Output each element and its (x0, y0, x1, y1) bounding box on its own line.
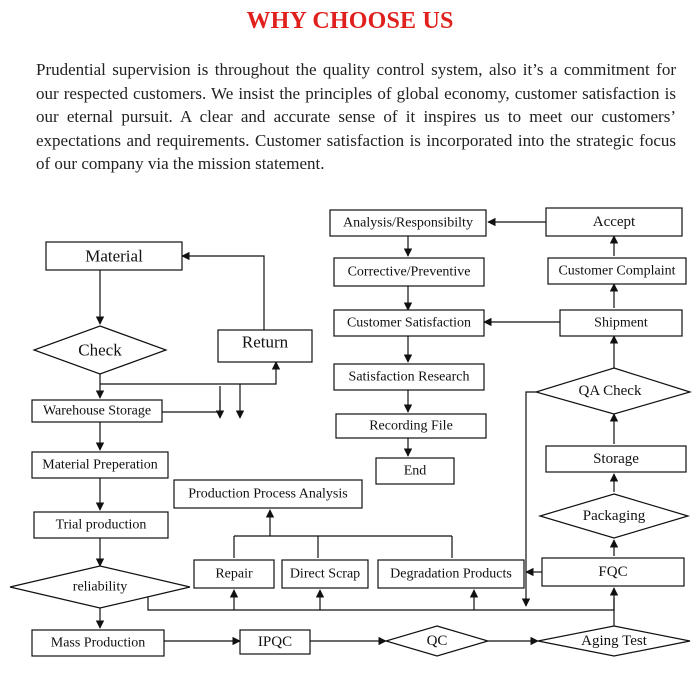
packaging-diamond (537, 493, 691, 539)
reliability-diamond (9, 565, 191, 609)
qc-label: QC (427, 633, 448, 649)
shipment-label: Shipment (594, 316, 648, 331)
fqc-box (541, 557, 685, 587)
intro-paragraph: Prudential supervision is throughout the… (36, 60, 676, 173)
customer-satisfaction-label: Customer Satisfaction (347, 316, 471, 331)
fqc-label: FQC (598, 564, 627, 580)
return-label: Return (242, 333, 289, 352)
end-box (375, 457, 455, 485)
check-label: Check (78, 341, 122, 360)
corrective-preventive-box (333, 257, 485, 287)
flow-labels: Material Check Return Warehouse Storage … (42, 214, 675, 651)
accept-label: Accept (593, 214, 636, 230)
recording-file-box (335, 413, 487, 439)
qa-check-label: QA Check (579, 383, 642, 399)
warehouse-storage-box (31, 399, 163, 423)
customer-complaint-label: Customer Complaint (558, 264, 675, 279)
aging-test-diamond (537, 625, 691, 657)
degradation-products-box (377, 559, 525, 589)
packaging-label: Packaging (583, 508, 646, 524)
end-label: End (404, 464, 427, 479)
aging-test-label: Aging Test (581, 633, 648, 649)
reliability-label: reliability (73, 580, 127, 595)
analysis-responsibility-box (329, 209, 487, 237)
trial-production-label: Trial production (56, 518, 147, 533)
customer-complaint-box (547, 257, 687, 285)
production-process-analysis-label: Production Process Analysis (188, 487, 347, 502)
warehouse-storage-label: Warehouse Storage (43, 404, 151, 419)
material-preperation-box (31, 451, 169, 479)
satisfaction-research-label: Satisfaction Research (349, 370, 470, 385)
mass-production-label: Mass Production (51, 636, 146, 651)
connector-lines (95, 217, 619, 646)
ipqc-label: IPQC (258, 634, 292, 650)
degradation-products-label: Degradation Products (390, 567, 512, 582)
page-title: WHY CHOOSE US (246, 8, 454, 34)
direct-scrap-label: Direct Scrap (290, 567, 360, 582)
accept-box (545, 207, 683, 237)
material-box (45, 241, 183, 271)
repair-label: Repair (215, 567, 253, 582)
customer-satisfaction-box (333, 309, 485, 337)
shipment-box (559, 309, 683, 337)
recording-file-label: Recording File (369, 419, 453, 434)
material-label: Material (85, 247, 143, 266)
storage-label: Storage (593, 451, 639, 467)
storage-box (545, 445, 687, 473)
mass-production-box (31, 629, 165, 657)
qc-diamond (383, 625, 491, 657)
flow-shapes (9, 207, 693, 657)
analysis-responsibility-label: Analysis/Responsibilty (343, 216, 473, 231)
ipqc-box (239, 629, 311, 655)
material-preperation-label: Material Preperation (42, 458, 157, 473)
corrective-preventive-label: Corrective/Preventive (348, 265, 471, 280)
production-process-analysis-box (173, 479, 363, 509)
trial-production-box (33, 511, 169, 539)
check-diamond (32, 325, 168, 375)
qa-check-diamond (533, 367, 693, 415)
return-box (217, 329, 313, 363)
direct-scrap-box (281, 559, 369, 589)
satisfaction-research-box (333, 363, 485, 391)
repair-box (193, 559, 275, 589)
